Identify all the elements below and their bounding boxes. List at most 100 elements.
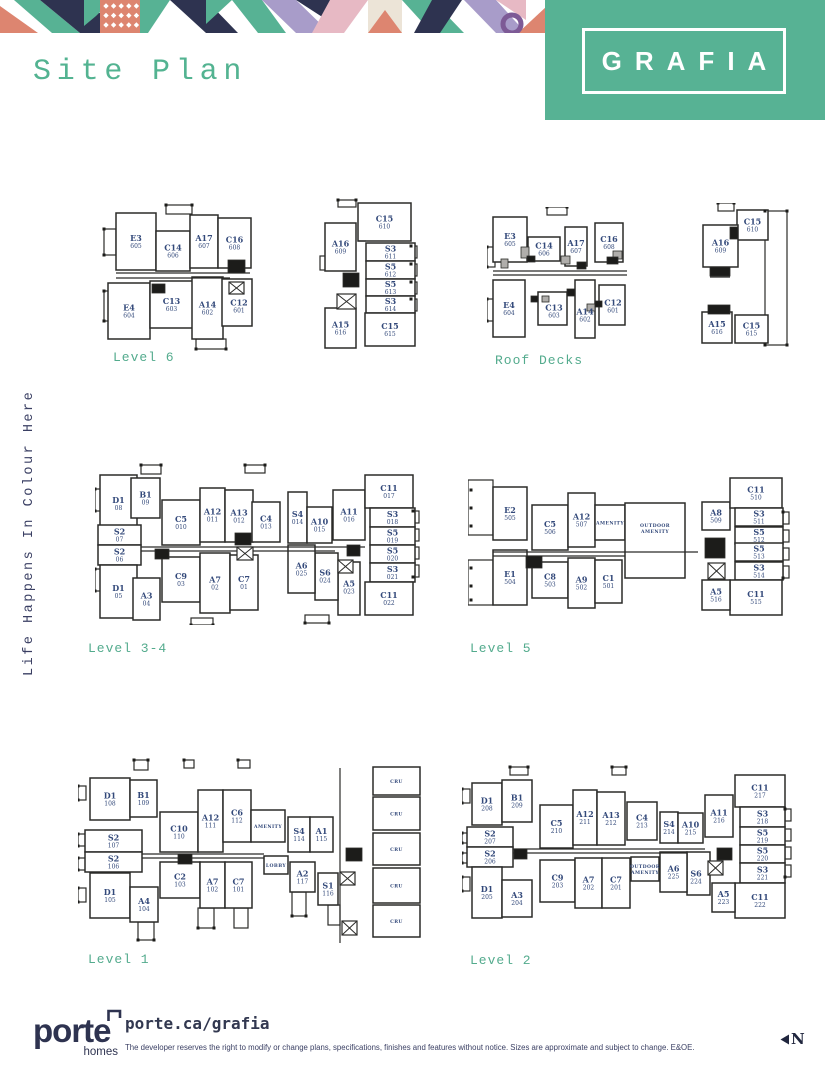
unit-label: 201 xyxy=(610,885,621,892)
unit-label: C4 xyxy=(260,514,272,524)
unit-label: OUTDOOR xyxy=(630,864,660,870)
unit-label: 211 xyxy=(579,819,590,826)
unit-label: 116 xyxy=(322,891,334,898)
unit-label: S5 xyxy=(753,527,764,537)
unit-label: 07 xyxy=(116,537,124,544)
unit-label: 204 xyxy=(511,900,523,907)
unit-label: C16 xyxy=(600,234,618,244)
unit-label: B1 xyxy=(137,790,149,800)
unit-label: C9 xyxy=(552,873,564,883)
unit-label: CRU xyxy=(390,812,403,818)
unit-label: 103 xyxy=(174,882,186,889)
unit-label: A1 xyxy=(315,826,328,836)
unit-label: A16 xyxy=(711,238,730,248)
unit-label: 03 xyxy=(177,581,185,588)
unit-label: 615 xyxy=(384,331,396,338)
tagline-vertical: Life Happens In Colour Here xyxy=(22,389,37,676)
unit-label: 06 xyxy=(116,557,124,564)
unit-label: C11 xyxy=(380,483,398,493)
unit-label: 208 xyxy=(481,806,493,813)
unit-label: 223 xyxy=(718,899,730,906)
unit-label: C14 xyxy=(164,243,182,253)
unit-label: A13 xyxy=(601,810,620,820)
unit-label: 205 xyxy=(481,894,493,901)
unit-label: S3 xyxy=(757,809,769,819)
unit-label: A17 xyxy=(566,238,584,248)
unit-label: 110 xyxy=(173,834,185,841)
unit-label: 014 xyxy=(292,519,304,526)
unit-label: C14 xyxy=(535,241,553,251)
unit-label: CRU xyxy=(390,847,403,853)
unit-label: 505 xyxy=(504,515,516,522)
unit-label: 017 xyxy=(383,493,395,500)
unit-label: S2 xyxy=(484,829,495,839)
unit-label: 020 xyxy=(387,556,399,563)
unit-label: S4 xyxy=(292,509,304,519)
footer-url: porte.ca/grafia xyxy=(125,1014,270,1033)
unit-label: 022 xyxy=(383,600,395,607)
plan-caption: Level 2 xyxy=(470,953,532,968)
unit-label: S5 xyxy=(385,262,396,272)
unit-label: C11 xyxy=(747,589,765,599)
unit-label: 605 xyxy=(130,243,142,250)
north-letter: N xyxy=(791,1030,805,1048)
unit-label: S5 xyxy=(387,546,398,556)
porte-logo: porte homes xyxy=(33,1009,121,1058)
unit-label: 206 xyxy=(484,859,496,866)
unit-label: B1 xyxy=(511,793,523,803)
unit-label: S5 xyxy=(385,279,396,289)
unit-label: A7 xyxy=(582,875,595,885)
unit-label: 510 xyxy=(750,495,762,502)
unit-label: S3 xyxy=(387,564,399,574)
unit-label: C7 xyxy=(233,877,245,887)
unit-label: 107 xyxy=(108,843,120,850)
unit-label: LOBBY xyxy=(266,863,287,869)
unit-label: S6 xyxy=(319,568,331,578)
unit-label: A16 xyxy=(331,239,350,249)
unit-label: CRU xyxy=(390,884,403,890)
unit-label: S1 xyxy=(322,881,333,891)
unit-label: 021 xyxy=(387,574,398,581)
unit-label: S3 xyxy=(753,509,765,519)
unit-label: C11 xyxy=(380,590,398,600)
unit-label: C13 xyxy=(163,296,181,306)
unit-label: A5 xyxy=(342,579,355,589)
unit-label: 210 xyxy=(551,828,563,835)
unit-label: 225 xyxy=(668,874,680,881)
unit-label: A15 xyxy=(331,320,349,330)
unit-label: S3 xyxy=(385,244,397,254)
porte-logo-flag-icon xyxy=(106,1009,121,1021)
footer-disclaimer: The developer reserves the right to modi… xyxy=(125,1043,695,1052)
unit-label: A10 xyxy=(310,517,329,527)
unit-label: S6 xyxy=(690,869,702,879)
unit-label: 01 xyxy=(240,584,248,591)
unit-label: 08 xyxy=(115,505,123,512)
unit-label: A6 xyxy=(295,561,308,571)
unit-label: AMENITY xyxy=(640,529,669,535)
unit-label: CRU xyxy=(390,919,403,925)
porte-logo-word: porte xyxy=(33,1012,111,1049)
unit-label: 105 xyxy=(104,897,116,904)
unit-label: AMENITY xyxy=(595,521,624,527)
unit-label: S3 xyxy=(385,296,397,306)
unit-label: C16 xyxy=(226,235,244,245)
unit-label: 05 xyxy=(115,593,123,600)
unit-label: 216 xyxy=(713,818,725,825)
unit-label: 613 xyxy=(385,289,397,296)
unit-label: C8 xyxy=(544,572,556,582)
unit-label: 609 xyxy=(335,249,347,256)
unit-label: 209 xyxy=(511,803,523,810)
unit-label: 212 xyxy=(605,820,617,827)
unit-label: A3 xyxy=(140,591,153,601)
unit-label: A11 xyxy=(709,808,727,818)
unit-label: CRU xyxy=(390,779,403,785)
unit-label: S5 xyxy=(757,828,768,838)
unit-label: B1 xyxy=(139,490,151,500)
